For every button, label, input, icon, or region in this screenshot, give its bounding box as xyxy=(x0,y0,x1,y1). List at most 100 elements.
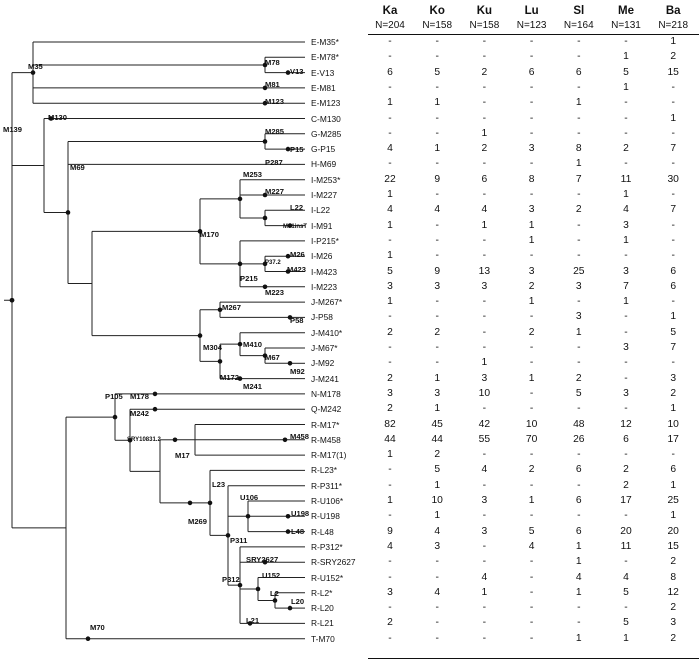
node-label-m285: M285 xyxy=(265,127,284,136)
mutation-marker xyxy=(282,437,288,443)
table-cell: - xyxy=(388,479,392,491)
table-cell: 1 xyxy=(528,219,535,231)
table-cell: 2 xyxy=(528,280,535,292)
node-label-v13: V13 xyxy=(290,67,304,76)
table-cell: - xyxy=(624,97,628,109)
table-cell: 1 xyxy=(670,36,677,47)
table-cell: - xyxy=(529,189,534,200)
node-label-m139: M139 xyxy=(3,125,22,134)
table-cell: 3 xyxy=(623,219,629,231)
table-cell: 5 xyxy=(434,464,441,476)
table-cell: - xyxy=(529,571,534,583)
table-cell: - xyxy=(435,602,439,614)
table-cell: 15 xyxy=(667,66,679,78)
table-cell: 3 xyxy=(623,342,629,353)
tip-label: R-M458 xyxy=(311,434,341,445)
table-cell: 4 xyxy=(387,143,393,155)
column-sample-size: N=164 xyxy=(563,20,594,31)
tip-label: J-M241 xyxy=(311,373,339,384)
mutation-marker xyxy=(285,253,291,259)
table-cell: 3 xyxy=(434,540,441,552)
table-cell: 26 xyxy=(573,433,585,445)
table-cell: 48 xyxy=(573,418,585,430)
table-cell: 3 xyxy=(387,387,393,399)
column-sample-size: N=123 xyxy=(516,20,547,31)
table-cell: 1 xyxy=(623,632,629,644)
table-cell: 1 xyxy=(670,403,677,415)
table-cell: - xyxy=(577,127,581,139)
table-cell: - xyxy=(529,158,534,170)
tip-label: J-M92 xyxy=(311,358,335,369)
table-cell: 2 xyxy=(481,66,488,78)
table-cell: 1 xyxy=(575,586,582,598)
table-cell: - xyxy=(482,51,487,63)
mutation-marker xyxy=(262,192,268,198)
mutation-marker xyxy=(197,229,203,234)
table-cell: - xyxy=(624,127,628,139)
table-cell: - xyxy=(624,357,628,369)
table-cell: 20 xyxy=(620,525,632,537)
table-cell: - xyxy=(624,372,628,384)
table-cell: - xyxy=(577,81,581,93)
mutation-marker xyxy=(152,406,158,412)
mutation-marker xyxy=(127,437,133,443)
table-cell: 5 xyxy=(670,326,677,338)
mutation-marker xyxy=(217,307,223,313)
mutation-marker xyxy=(85,636,91,641)
table-cell: - xyxy=(388,342,392,353)
table-cell: - xyxy=(482,36,487,47)
table-cell: 3 xyxy=(670,372,677,384)
table-cell: 3 xyxy=(575,280,582,292)
tip-label: I-L22 xyxy=(311,205,331,216)
mutation-marker xyxy=(262,62,268,68)
table-cell: 5 xyxy=(623,617,629,629)
column-sample-size: N=158 xyxy=(422,20,453,31)
table-cell: 4 xyxy=(528,540,535,552)
node-label-p215: P215 xyxy=(240,274,258,283)
table-cell: 30 xyxy=(667,173,679,185)
table-cell: - xyxy=(482,112,487,124)
tip-label: R-M17(1) xyxy=(311,450,347,461)
table-cell: 3 xyxy=(434,280,441,292)
table-cell: 1 xyxy=(670,112,677,124)
table-cell: - xyxy=(529,586,534,598)
table-cell: - xyxy=(388,602,392,614)
mutation-marker xyxy=(152,391,158,397)
table-cell: - xyxy=(435,51,439,63)
table-cell: 3 xyxy=(481,372,488,384)
table-cell: - xyxy=(577,112,581,124)
table-cell: - xyxy=(671,234,675,246)
mutation-marker xyxy=(30,70,36,75)
table-cell: - xyxy=(577,510,581,522)
table-cell: - xyxy=(388,556,392,568)
table-cell: 2 xyxy=(387,372,393,384)
tip-label: R-L20 xyxy=(311,603,334,614)
node-label-m170: M170 xyxy=(200,230,219,239)
table-cell: - xyxy=(482,250,487,262)
table-cell: 1 xyxy=(481,586,488,598)
table-cell: 3 xyxy=(670,617,677,629)
table-cell: - xyxy=(671,296,675,308)
table-cell: - xyxy=(435,219,439,231)
table-cell: - xyxy=(671,127,675,139)
table-cell: 5 xyxy=(528,525,535,537)
node-label-u198: U198 xyxy=(291,509,310,518)
table-cell: 10 xyxy=(478,387,491,399)
tip-label: R-M17* xyxy=(311,419,340,430)
table-cell: - xyxy=(529,387,534,399)
table-cell: 3 xyxy=(623,265,629,277)
table-cell: 1 xyxy=(575,97,582,109)
mutation-marker xyxy=(287,223,293,228)
table-cell: - xyxy=(529,250,534,262)
table-cell: - xyxy=(671,357,675,369)
table-cell: 6 xyxy=(387,66,393,78)
table-cell: - xyxy=(388,112,392,124)
table-cell: - xyxy=(671,81,675,93)
node-label-u152: U152 xyxy=(262,571,281,580)
table-cell: - xyxy=(529,602,534,614)
table-cell: 6 xyxy=(481,173,488,185)
table-cell: 17 xyxy=(667,433,679,445)
table-cell: 9 xyxy=(434,265,441,277)
node-label-m410: M410 xyxy=(243,340,262,349)
